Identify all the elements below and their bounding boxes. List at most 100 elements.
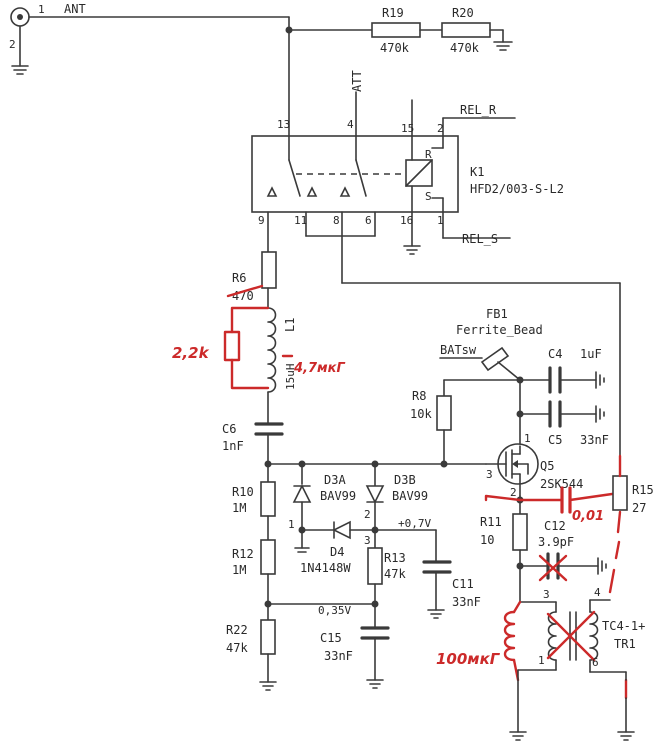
k1-part: HFD2/003-S-L2 <box>470 182 564 196</box>
net-label-rel-r: REL_R <box>460 103 497 117</box>
k1-pin-1: 1 <box>437 214 444 227</box>
resistor-r13 <box>367 547 383 629</box>
tr1-pin-6: 6 <box>592 656 599 669</box>
c12-value: 3.9pF <box>538 535 574 549</box>
r11-value: 10 <box>480 533 494 547</box>
tr1-ref: TR1 <box>614 637 636 651</box>
transistor-q5 <box>485 443 539 497</box>
d3b-voltage: +0,7V <box>398 517 431 530</box>
transformer-tr1 <box>517 599 627 681</box>
red-annotation-0-01: 0,01 <box>572 509 604 524</box>
ferrite-bead-fb1 <box>439 346 524 447</box>
capacitor-c4 <box>519 366 605 394</box>
tr1-pin-1: 1 <box>538 654 545 667</box>
r10-value: 1M <box>232 501 246 515</box>
c15-value: 33nF <box>324 649 353 663</box>
d3a-pin-1: 1 <box>288 518 295 531</box>
net-label-rel-s: REL_S <box>462 232 498 246</box>
d3a-ref: D3A <box>324 473 346 487</box>
r19-ref: R19 <box>382 6 404 20</box>
d3a-value: BAV99 <box>320 489 356 503</box>
diode-d3a <box>292 463 312 553</box>
ant-pin-2: 2 <box>9 38 16 51</box>
net-label-batsw: BATsw <box>440 343 477 357</box>
resistor-r8 <box>436 379 521 468</box>
q5-pin-3: 3 <box>486 468 493 481</box>
c11-value: 33nF <box>452 595 481 609</box>
red-rework-wire <box>608 510 628 700</box>
c6-ref: C6 <box>222 422 236 436</box>
red-resistor-parallel-l1 <box>223 306 294 390</box>
resistor-r19 <box>371 22 443 38</box>
q5-value: 2SK544 <box>540 477 583 491</box>
r6-strike-mark <box>226 284 264 298</box>
diode-d4 <box>298 520 379 540</box>
r19-value: 470k <box>380 41 410 55</box>
c5-ref: C5 <box>548 433 562 447</box>
resistor-r10 <box>260 463 276 541</box>
diode-d3b <box>365 463 385 549</box>
c15-voltage: 0,35V <box>318 604 351 617</box>
r20-ref: R20 <box>452 6 474 20</box>
capacitor-c12 <box>519 552 607 582</box>
r13-ref: R13 <box>384 551 406 565</box>
red-annotation-2-2k: 2,2k <box>172 344 210 362</box>
tr1-pin-4: 4 <box>594 586 601 599</box>
k1-pin-8: 8 <box>333 214 340 227</box>
red-annotation-4-7uh: 4,7мкГ <box>293 361 345 376</box>
k1-pin-15: 15 <box>401 122 414 135</box>
ground-tr1-primary <box>509 669 527 741</box>
resistor-r12 <box>260 539 276 621</box>
d3b-value: BAV99 <box>392 489 428 503</box>
k1-ref: K1 <box>470 165 484 179</box>
r10-ref: R10 <box>232 485 254 499</box>
relay-k1 <box>251 29 621 463</box>
r15-ref: R15 <box>632 483 654 497</box>
k1-coil-r: R <box>425 148 432 161</box>
d4-value: 1N4148W <box>300 561 351 575</box>
r11-ref: R11 <box>480 515 502 529</box>
d3b-ref: D3B <box>394 473 416 487</box>
r13-value: 47k <box>384 567 406 581</box>
ant-pin-1: 1 <box>38 3 45 16</box>
r8-ref: R8 <box>412 389 426 403</box>
r8-value: 10k <box>410 407 432 421</box>
l1-value: 15uH <box>284 364 297 391</box>
red-added-inductor <box>503 600 522 682</box>
k1-pin-6: 6 <box>365 214 372 227</box>
k1-pin-2: 2 <box>437 122 444 135</box>
resistor-r22 <box>259 619 277 691</box>
capacitor-c11 <box>374 529 452 619</box>
k1-pin-4: 4 <box>347 118 354 131</box>
resistor-r6 <box>261 251 277 309</box>
r22-ref: R22 <box>226 623 248 637</box>
net-label-att: ATT <box>350 70 364 92</box>
resistor-r15 <box>612 454 628 511</box>
tr1-value: TC4-1+ <box>602 619 645 633</box>
r20-value: 470k <box>450 41 480 55</box>
q5-ref: Q5 <box>540 459 554 473</box>
r22-value: 47k <box>226 641 248 655</box>
fb1-value: Ferrite_Bead <box>456 323 543 337</box>
c4-ref: C4 <box>548 347 562 361</box>
red-added-capacitor <box>484 486 614 514</box>
d3b-pin-3: 3 <box>364 534 371 547</box>
r12-ref: R12 <box>232 547 254 561</box>
resistor-r11 <box>512 513 528 603</box>
d4-ref: D4 <box>330 545 344 559</box>
k1-pin-11: 11 <box>294 214 307 227</box>
c4-value: 1uF <box>580 347 602 361</box>
r15-value: 27 <box>632 501 646 515</box>
c5-value: 33nF <box>580 433 609 447</box>
inductor-l1 <box>267 307 277 425</box>
q5-pin-1: 1 <box>524 432 531 445</box>
l1-ref: L1 <box>283 318 297 332</box>
k1-coil-s: S <box>425 190 432 203</box>
c11-ref: C11 <box>452 577 474 591</box>
capacitor-c5 <box>519 400 605 428</box>
capacitor-c15 <box>360 626 390 689</box>
d3b-pin-2: 2 <box>364 508 371 521</box>
r6-ref: R6 <box>232 271 246 285</box>
resistor-r20 <box>441 22 513 51</box>
